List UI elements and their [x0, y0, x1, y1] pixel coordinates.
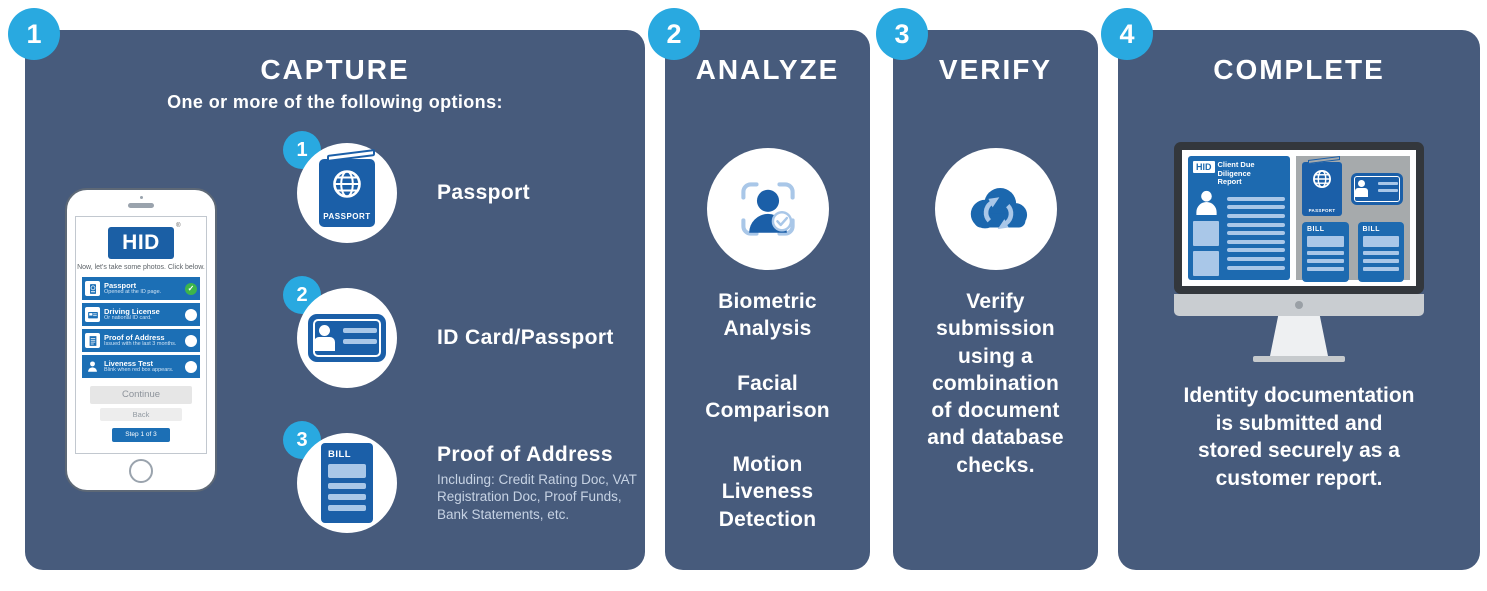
row-subtitle: Issued with the last 3 months. [104, 340, 177, 347]
id-card-icon [85, 307, 100, 322]
row-title: Passport [104, 280, 137, 290]
continue-button[interactable]: Continue [90, 386, 192, 404]
option-2-label: ID Card/Passport [437, 326, 614, 349]
analyze-item: Motion Liveness Detection [718, 453, 817, 531]
empty-radio-icon[interactable] [185, 360, 197, 373]
empty-radio-icon[interactable] [185, 308, 197, 321]
capture-option-proof-of-address: 3 BILL Proof of Address Including: Credi… [283, 421, 645, 533]
passport-mini-label: PASSPORT [1308, 208, 1336, 213]
step-1-badge: 1 [8, 8, 60, 60]
submitted-documents-area: PASSPORT BILL [1296, 156, 1410, 282]
passport-icon-label: PASSPORT [323, 212, 371, 221]
phone-camera-dot [139, 196, 143, 199]
bill-mini-icon: BILL [1302, 222, 1349, 282]
monitor-bezel: HID Client Due Diligence Report [1174, 142, 1424, 294]
check-icon[interactable]: ✓ [185, 282, 197, 295]
analyze-item: Biometric Analysis [718, 290, 817, 341]
report-thumbnail [1193, 220, 1219, 246]
phone-mockup: HID ® Now, let's take some photos. Click… [65, 188, 217, 492]
row-subtitle: Opened at the ID page. [104, 288, 162, 295]
capture-subtitle: One or more of the following options: [167, 92, 503, 112]
capture-option-id-card: 2 ID Card/Passport [283, 276, 614, 388]
monitor-stand [1270, 316, 1328, 356]
monitor-illustration: HID Client Due Diligence Report [1174, 142, 1424, 362]
phone-caption: Now, let's take some photos. Click below… [77, 264, 205, 271]
analyze-items: Biometric Analysis Facial Comparison Mot… [688, 288, 848, 560]
row-title: Proof of Address [104, 332, 165, 342]
phone-screen: HID ® Now, let's take some photos. Click… [75, 216, 207, 454]
panel-complete: COMPLETE HID Client Due Diligence Report [1118, 30, 1480, 570]
option-1-label: Passport [437, 181, 531, 204]
monitor-power-dot [1295, 301, 1303, 309]
face-scan-circle [706, 148, 829, 270]
registered-mark: ® [176, 223, 181, 229]
bill-mini-label: BILL [1307, 226, 1325, 233]
analyze-title: ANALYZE [695, 54, 840, 85]
complete-title: COMPLETE [1213, 54, 1385, 85]
row-subtitle: Or national ID card. [104, 314, 152, 321]
passport-circle: PASSPORT [297, 143, 397, 243]
capture-option-passport: 1 PASSPORT Passport [283, 131, 531, 243]
id-card-circle [297, 288, 397, 388]
hid-logo-small: HID [1193, 161, 1215, 173]
document-icon [85, 333, 100, 348]
step-4-badge: 4 [1101, 8, 1153, 60]
step-indicator: Step 1 of 3 [112, 428, 170, 442]
verify-title: VERIFY [938, 54, 1053, 85]
hid-logo-text: HID [122, 231, 160, 254]
passport-book-icon: PASSPORT [319, 159, 375, 227]
monitor-chin [1174, 294, 1424, 316]
bill-mini-label: BILL [1362, 226, 1381, 233]
globe-icon [333, 170, 361, 198]
report-thumbnail [1193, 250, 1219, 276]
phone-row-liveness-test[interactable]: Liveness Test Blink when red box appears… [82, 355, 200, 378]
option-3-label: Proof of Address [437, 442, 613, 466]
analyze-item: Facial Comparison [705, 371, 830, 422]
bill-mini-icon: BILL [1357, 222, 1404, 282]
bill-icon-label: BILL [328, 449, 352, 460]
row-title: Liveness Test [104, 358, 154, 368]
phone-speaker [128, 203, 154, 208]
globe-icon [1313, 170, 1331, 188]
person-icon [85, 359, 100, 374]
complete-description: Identity documentation is submitted and … [1183, 384, 1415, 491]
bill-circle: BILL [297, 433, 397, 533]
back-button[interactable]: Back [100, 408, 182, 421]
option-3-caption: Including: Credit Rating Doc, VAT Regist… [437, 471, 637, 522]
panel-verify: VERIFY Verify submission using a combina… [893, 30, 1098, 570]
monitor-screen: HID Client Due Diligence Report [1182, 150, 1416, 286]
face-scan-icon [740, 182, 795, 236]
phone-row-passport[interactable]: Passport Opened at the ID page. ✓ [82, 277, 200, 300]
id-card-icon [308, 314, 386, 362]
capture-title: CAPTURE [260, 54, 410, 85]
verify-description: Verify submission using a combination of… [927, 290, 1064, 477]
hid-logo: HID ® [108, 223, 181, 259]
phone-row-driving-license[interactable]: Driving License Or national ID card. [82, 303, 200, 326]
step-3-badge: 3 [876, 8, 928, 60]
panel-capture: CAPTURE One or more of the following opt… [25, 30, 645, 570]
row-title: Driving License [104, 306, 160, 316]
id-card-mini-icon [1351, 173, 1403, 205]
monitor-base [1253, 356, 1345, 362]
row-subtitle: Blink when red box appears. [104, 366, 174, 373]
person-icon [1196, 190, 1217, 215]
step-2-badge: 2 [648, 8, 700, 60]
home-button[interactable] [129, 459, 153, 483]
cloud-circle [934, 148, 1057, 270]
bill-document-icon: BILL [321, 443, 373, 523]
panel-analyze: ANALYZE Biometric Analysis Facial Compar… [665, 30, 870, 570]
cloud-sync-icon [970, 188, 1027, 230]
report-document: HID Client Due Diligence Report [1188, 156, 1290, 280]
report-heading: Client Due Diligence Report [1217, 160, 1255, 187]
empty-radio-icon[interactable] [185, 334, 197, 347]
passport-icon [85, 281, 100, 296]
passport-mini-icon: PASSPORT [1302, 162, 1342, 216]
document-option-list: Passport Opened at the ID page. ✓ Drivin… [82, 277, 200, 378]
phone-row-proof-of-address[interactable]: Proof of Address Issued with the last 3 … [82, 329, 200, 352]
